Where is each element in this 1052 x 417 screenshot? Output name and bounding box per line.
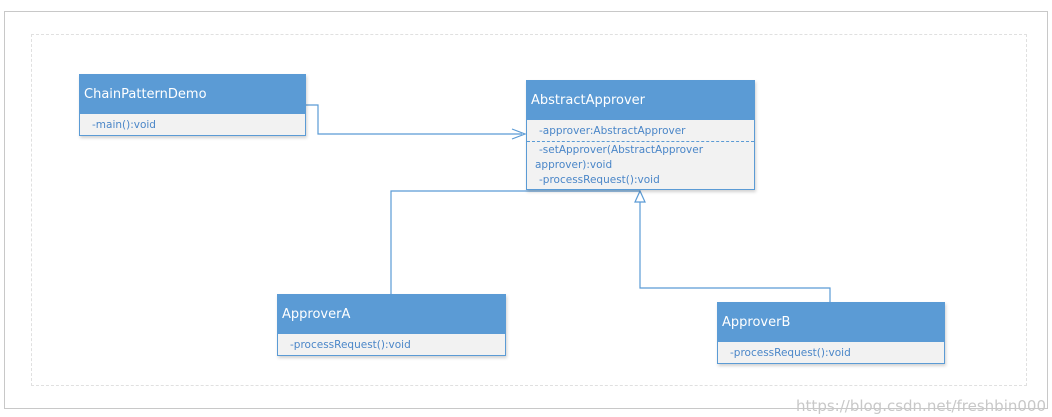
class-box-approver-a[interactable]: ApproverA -processRequest():void xyxy=(277,294,506,356)
method-process-request: -processRequest():void xyxy=(730,347,851,359)
section-divider xyxy=(527,141,754,142)
method-process-request: -processRequest():void xyxy=(290,339,411,351)
class-box-chain-pattern-demo[interactable]: ChainPatternDemo -main():void xyxy=(79,74,306,136)
class-name-chain-pattern-demo: ChainPatternDemo xyxy=(80,75,305,114)
class-name-abstract-approver: AbstractApprover xyxy=(527,81,754,120)
class-methods-chain-pattern-demo: -main():void xyxy=(80,114,305,136)
diagram-canvas xyxy=(31,34,1027,386)
method-set-approver: -setApprover(AbstractApprover xyxy=(539,144,704,156)
watermark-text: https://blog.csdn.net/freshbin000 xyxy=(796,397,1046,415)
class-attributes-abstract-approver: -approver:AbstractApprover xyxy=(527,120,754,141)
class-methods-approver-b: -processRequest():void xyxy=(718,342,944,364)
class-box-approver-b[interactable]: ApproverB -processRequest():void xyxy=(717,302,945,364)
class-name-approver-b: ApproverB xyxy=(718,303,944,342)
class-box-abstract-approver[interactable]: AbstractApprover -approver:AbstractAppro… xyxy=(526,80,755,190)
class-methods-approver-a: -processRequest():void xyxy=(278,334,505,356)
method-main: -main():void xyxy=(92,119,156,131)
method-process-request: -processRequest():void xyxy=(539,174,660,186)
class-methods-abstract-approver: -setApprover(AbstractApprover approver):… xyxy=(527,142,754,191)
method-set-approver-cont: approver):void xyxy=(535,159,613,171)
attribute-approver: -approver:AbstractApprover xyxy=(539,125,686,137)
class-name-approver-a: ApproverA xyxy=(278,295,505,334)
